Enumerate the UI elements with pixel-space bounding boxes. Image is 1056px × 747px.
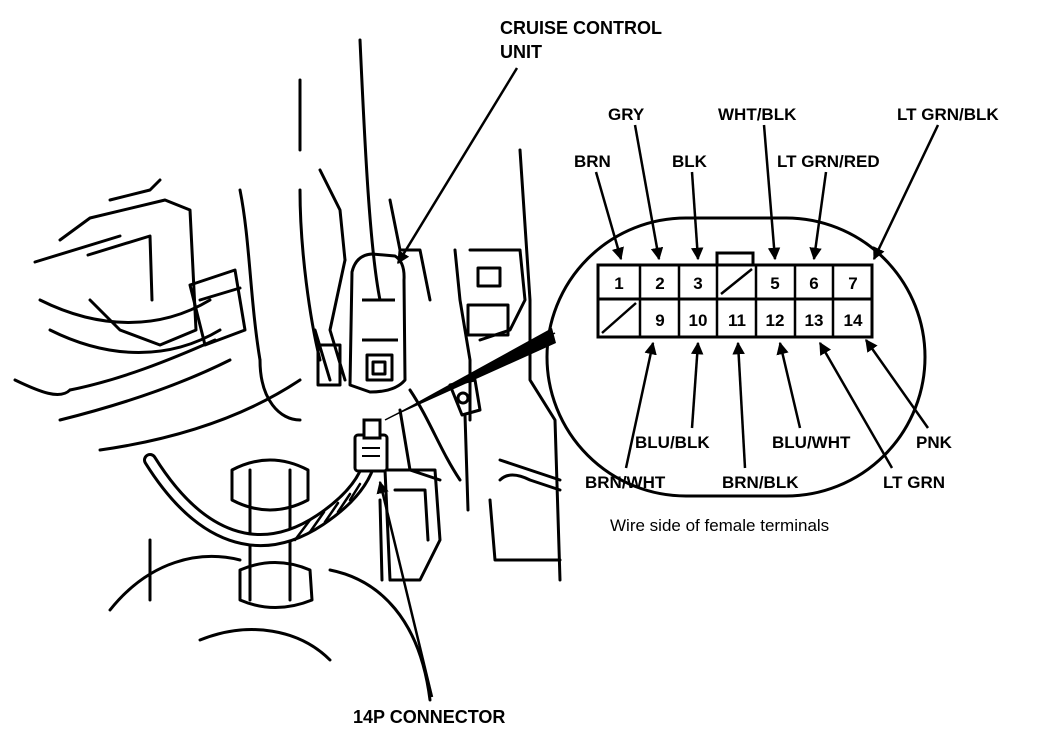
connector-outline — [545, 216, 927, 498]
pin-9: 9 — [655, 311, 664, 330]
pin-1: 1 — [614, 274, 623, 293]
wire-label-brn: BRN — [574, 152, 611, 171]
pin-7: 7 — [848, 274, 857, 293]
wire-label-lt-grn: LT GRN — [883, 473, 945, 492]
pin-14: 14 — [844, 311, 863, 330]
pin-3: 3 — [693, 274, 702, 293]
leader-cruise-unit — [396, 67, 519, 265]
pin-11: 11 — [728, 311, 746, 330]
harness — [143, 453, 377, 547]
cruise-unit-label-line-1: CRUISE CONTROL — [500, 18, 662, 38]
pin-12: 12 — [766, 311, 785, 330]
wire-label-wht-blk: WHT/BLK — [718, 105, 797, 124]
pin-5: 5 — [770, 274, 779, 293]
magnify-callout-line — [384, 332, 556, 421]
wire-label-blk: BLK — [672, 152, 708, 171]
wire-label-blu-wht: BLU/WHT — [772, 433, 851, 452]
wire-label-gry: GRY — [608, 105, 645, 124]
magnify-callout — [385, 328, 556, 420]
leader-lines — [376, 67, 940, 698]
blank-pin-4-slash — [720, 268, 753, 295]
wire-label-lt-grn-blk: LT GRN/BLK — [897, 105, 999, 124]
pin-10: 10 — [689, 311, 708, 330]
14p-connector-body — [353, 418, 389, 473]
wire-label-pnk: PNK — [916, 433, 953, 452]
cruise-unit-label-line-2: UNIT — [500, 42, 542, 62]
connector-caption: Wire side of female terminals — [610, 516, 829, 535]
pin-2: 2 — [655, 274, 664, 293]
wire-label-brn-wht: BRN/WHT — [585, 473, 666, 492]
14p-connector-label: 14P CONNECTOR — [353, 707, 505, 727]
connector-pin-grid: 1 2 3 5 6 7 9 10 11 12 13 14 — [596, 251, 874, 339]
wire-label-blu-blk: BLU/BLK — [635, 433, 710, 452]
cruise-control-unit — [348, 252, 407, 394]
pin-6: 6 — [809, 274, 818, 293]
pin-13: 13 — [805, 311, 824, 330]
blank-pin-8-slash — [601, 302, 637, 334]
wire-label-brn-blk: BRN/BLK — [722, 473, 799, 492]
leader-14p-connector — [376, 480, 434, 698]
wire-label-lt-grn-red: LT GRN/RED — [777, 152, 880, 171]
